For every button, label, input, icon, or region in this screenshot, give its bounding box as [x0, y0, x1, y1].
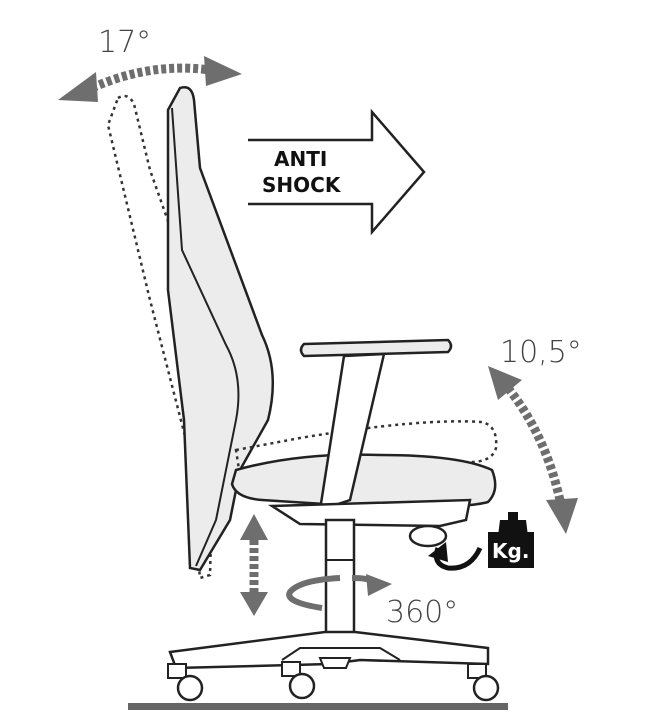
caster-center-left [281, 661, 316, 700]
tension-knob [408, 524, 448, 548]
weight-unit-label: Kg. [492, 539, 529, 563]
seat-tilt-arrow [488, 366, 578, 534]
backrest [166, 86, 275, 572]
swivel-arrow-head [366, 574, 392, 596]
seat-tilt-arrow-bottom-head [546, 498, 578, 534]
recline-arrow-left-head [58, 72, 98, 102]
seat [230, 453, 497, 509]
weight-icon: Kg. [488, 512, 534, 568]
caster-center [318, 657, 352, 669]
rotation-label: 360° [386, 595, 458, 630]
recline-angle-label: 17° [98, 25, 151, 60]
anti-shock-arrow [248, 108, 426, 236]
caster-right [467, 663, 500, 702]
anti-shock-label-line2: SHOCK [262, 173, 342, 197]
anti-shock-label-line1: ANTI [274, 147, 327, 171]
swivel-arrow [286, 574, 392, 611]
seat-tilt-angle-label: 10,5° [500, 335, 582, 370]
star-base [168, 630, 490, 670]
reclined-backrest-outline [106, 94, 219, 580]
armrest-pad [299, 338, 453, 358]
seat-mechanism [267, 498, 472, 528]
height-arrow-up-head [240, 514, 268, 540]
armrest-support [318, 352, 386, 512]
floor-line [128, 703, 508, 710]
caster-left [167, 663, 204, 702]
backrest-inner-edge [171, 107, 240, 567]
height-arrow-down-head [240, 592, 268, 616]
seat-tilt-arrow-top-head [488, 366, 522, 400]
recline-arrow [58, 56, 242, 102]
recline-arrow-right-head [204, 56, 242, 86]
height-adjust-arrow [240, 514, 268, 616]
